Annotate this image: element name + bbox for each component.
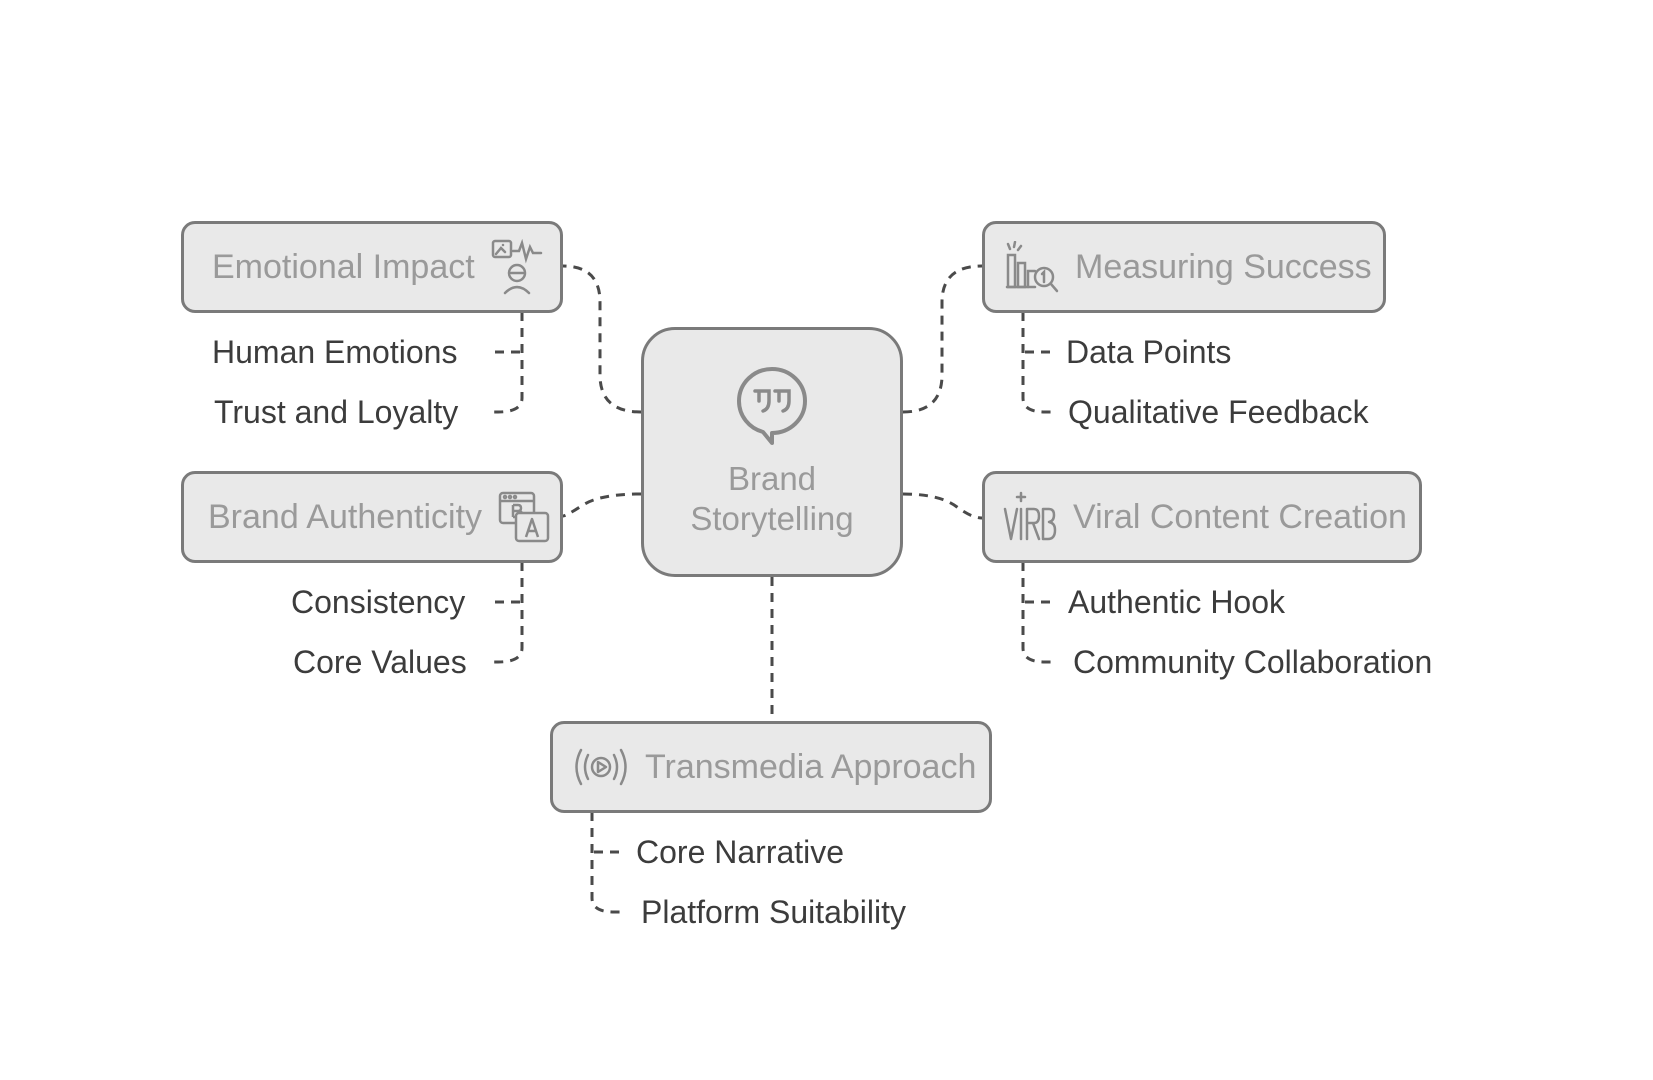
- topic-label: Brand Authenticity: [208, 498, 483, 536]
- link-authentic-hook: [1021, 562, 1053, 664]
- link-data-points: [1021, 312, 1053, 414]
- broadcast-play-icon: [575, 748, 627, 786]
- leaf-platform-suitability: Platform Suitability: [641, 894, 906, 930]
- leaf-core-narrative: Core Narrative: [636, 834, 845, 870]
- topic-viral-content-creation[interactable]: Viral Content Creation: [982, 471, 1422, 563]
- center-label-line2: Storytelling: [690, 500, 854, 537]
- link-measuring-success: [902, 264, 983, 414]
- topic-measuring-success[interactable]: Measuring Success: [982, 221, 1386, 313]
- leaf-trust-and-loyalty: Trust and Loyalty: [214, 394, 459, 430]
- chart-magnifier-icon: [1005, 241, 1059, 293]
- leaf-data-points: Data Points: [1066, 334, 1232, 370]
- leaf-authentic-hook: Authentic Hook: [1068, 584, 1286, 620]
- leaf-community-collaboration: Community Collaboration: [1073, 644, 1433, 680]
- leaf-qualitative-feedback: Qualitative Feedback: [1068, 394, 1369, 430]
- leaf-consistency: Consistency: [291, 584, 466, 620]
- brand-badge-icon: [498, 491, 550, 543]
- topic-brand-authenticity[interactable]: Brand Authenticity: [181, 471, 563, 563]
- link-human-emotions: [490, 312, 524, 414]
- link-core-narrative: [590, 812, 622, 914]
- leaf-core-values: Core Values: [293, 644, 467, 680]
- leaf-human-emotions: Human Emotions: [212, 334, 458, 370]
- link-viral-content-creation: [902, 492, 983, 520]
- viral-text-icon: [1003, 491, 1057, 541]
- topic-label: Measuring Success: [1075, 248, 1372, 286]
- topic-label: Transmedia Approach: [645, 748, 977, 786]
- topic-emotional-impact[interactable]: Emotional Impact: [181, 221, 563, 313]
- link-consistency: [490, 562, 524, 664]
- topic-label: Viral Content Creation: [1073, 498, 1407, 536]
- topic-label: Emotional Impact: [212, 248, 475, 286]
- topic-transmedia-approach[interactable]: Transmedia Approach: [550, 721, 992, 813]
- link-brand-authenticity: [562, 492, 642, 518]
- link-emotional-impact: [562, 264, 642, 414]
- quote-bubble-icon: [737, 367, 807, 446]
- center-node[interactable]: Brand Storytelling: [641, 327, 903, 577]
- emotion-face-icon: [491, 239, 542, 295]
- center-label-line1: Brand: [727, 460, 817, 498]
